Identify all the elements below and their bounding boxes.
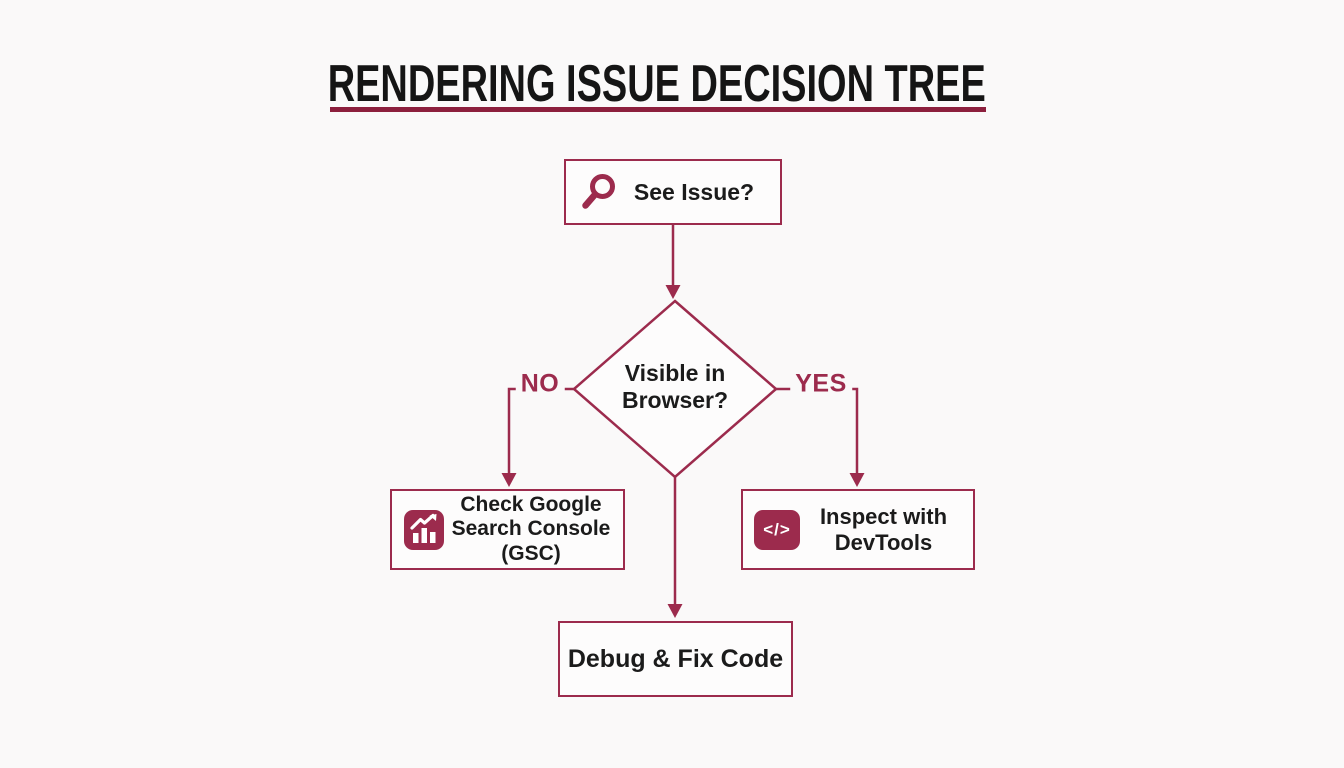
edge-label-no: NO (515, 368, 565, 400)
code-icon-glyph: </> (763, 519, 791, 539)
node-inspect-devtools: </> Inspect with DevTools (741, 489, 975, 570)
node-label: Debug & Fix Code (567, 644, 784, 673)
arrowhead-down-icon (667, 604, 683, 618)
node-see-issue: See Issue? (564, 159, 782, 225)
node-label: Inspect with DevTools (819, 504, 948, 555)
page-title: RENDERING ISSUE DECISION TREE (157, 54, 1157, 114)
code-icon: </> (754, 509, 800, 550)
node-debug-fix-code: Debug & Fix Code (558, 621, 793, 697)
bar-chart-icon (404, 509, 444, 550)
title-underline (330, 107, 986, 112)
node-label: See Issue? (633, 178, 755, 205)
page-title-text: RENDERING ISSUE DECISION TREE (327, 55, 987, 113)
magnifier-icon (582, 174, 615, 209)
arrowhead-down-icon (849, 473, 865, 487)
edge-decision-no (507, 387, 574, 478)
arrowhead-down-icon (665, 285, 681, 299)
node-decision-label: Visible in Browser? (621, 360, 729, 413)
edge-label-yes: YES (790, 368, 852, 400)
node-label: Check Google Search Console (GSC) (451, 493, 611, 565)
arrowhead-down-icon (501, 473, 517, 487)
edge-decision-yes (776, 387, 859, 478)
node-check-gsc: Check Google Search Console (GSC) (390, 489, 625, 570)
